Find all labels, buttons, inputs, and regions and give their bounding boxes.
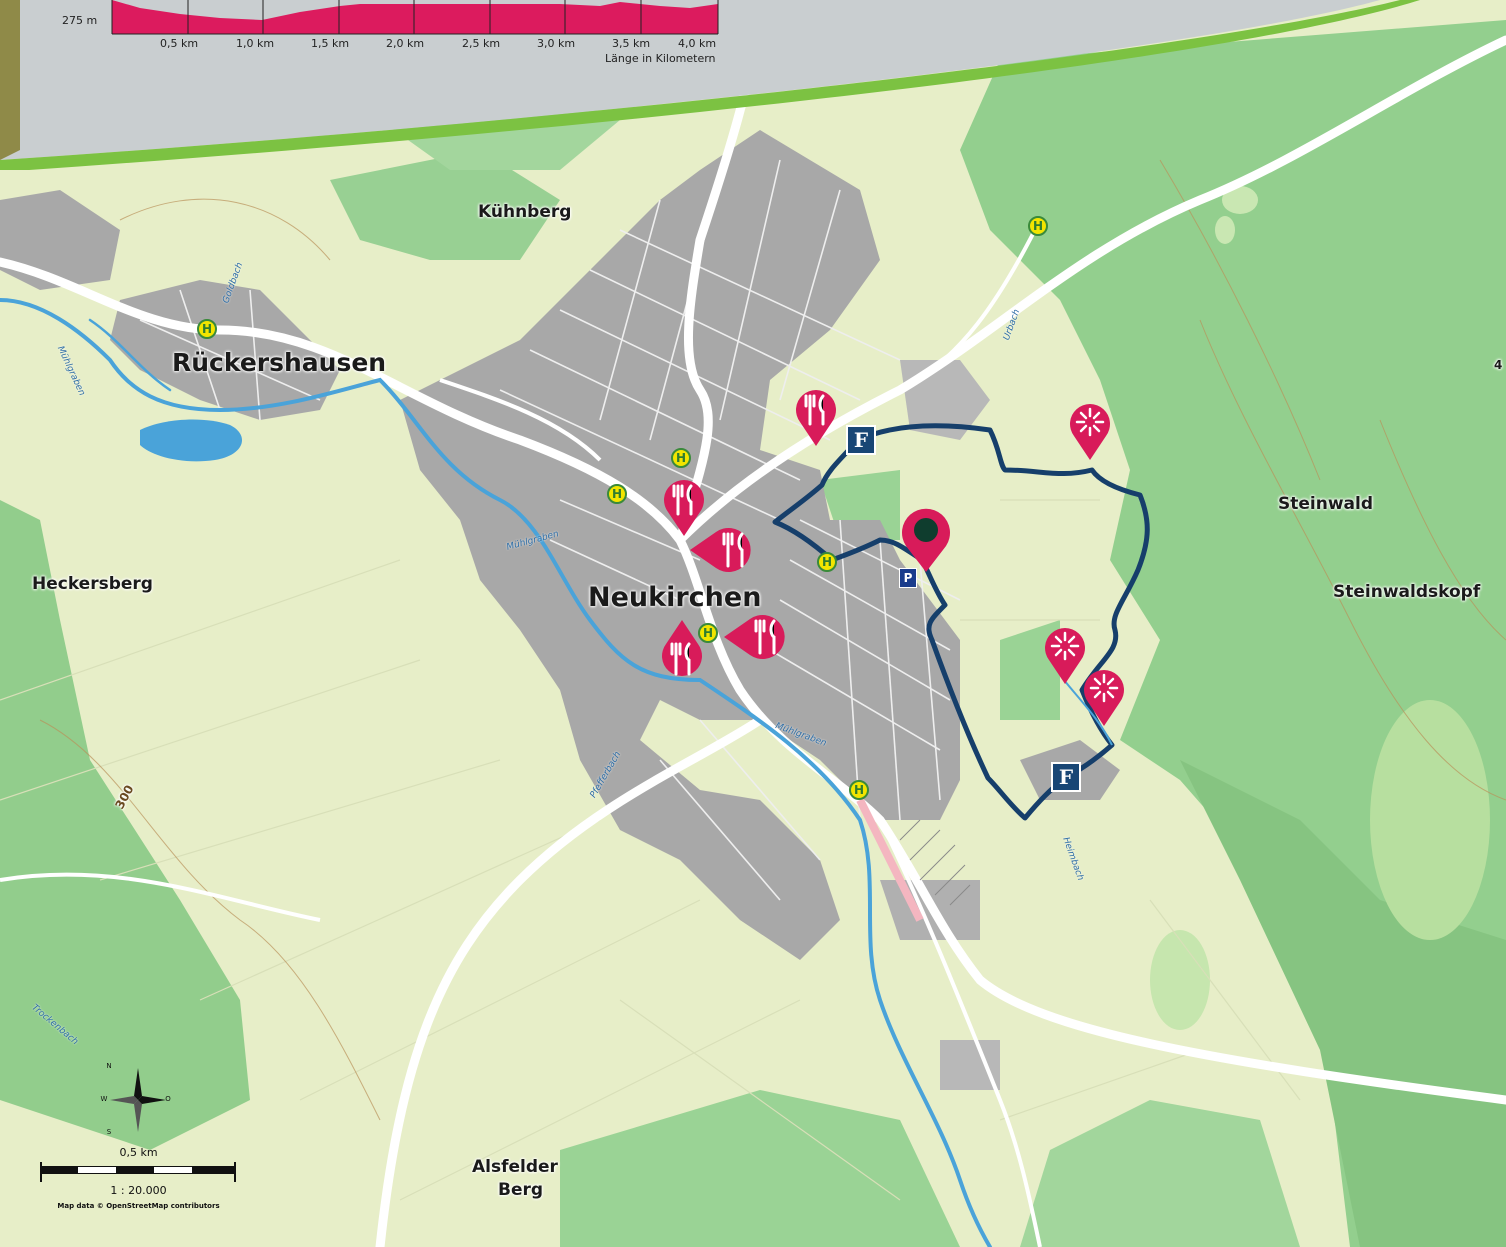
start-pin-icon[interactable] xyxy=(898,506,954,574)
forest-areas xyxy=(0,20,1506,1247)
bus-stop-icon[interactable]: H xyxy=(1028,216,1048,236)
bus-stop-icon[interactable]: H xyxy=(698,623,718,643)
profile-x-tick: 4,0 km xyxy=(678,37,717,50)
restaurant-pin-icon[interactable] xyxy=(690,522,760,578)
profile-x-caption: Länge in Kilometern xyxy=(605,52,716,65)
map-attribution: Map data © OpenStreetMap contributors xyxy=(57,1202,220,1210)
secondary-roads xyxy=(0,219,1042,1247)
label-neukirchen: Neukirchen xyxy=(588,582,762,613)
profile-x-tick: 3,5 km xyxy=(612,37,651,50)
bus-stop-icon[interactable]: H xyxy=(607,484,627,504)
lake xyxy=(140,419,242,462)
forest-clearings xyxy=(1150,186,1490,1030)
compass-n: N xyxy=(106,1062,112,1070)
restaurant-pin-icon[interactable] xyxy=(660,474,708,538)
scale-ratio: 1 : 20.000 xyxy=(110,1184,167,1197)
compass-o: O xyxy=(165,1095,171,1103)
profile-x-tick: 1,0 km xyxy=(236,37,275,50)
bus-stop-icon[interactable]: H xyxy=(197,319,217,339)
label-steinwald: Steinwald xyxy=(1278,494,1374,514)
restaurant-pin-icon[interactable] xyxy=(724,610,792,664)
bus-stop-icon[interactable]: H xyxy=(671,448,691,468)
road-highlight xyxy=(856,798,924,922)
compass-w: W xyxy=(100,1095,108,1103)
viewpoint-pin-icon[interactable] xyxy=(1080,664,1128,728)
profile-x-tick: 1,5 km xyxy=(311,37,350,50)
stream-heimbach xyxy=(1063,679,1113,746)
parking-icon[interactable]: P xyxy=(899,568,917,588)
rivers xyxy=(0,298,992,1247)
profile-x-tick: 0,5 km xyxy=(160,37,199,50)
label-kuehnberg: Kühnberg xyxy=(478,202,572,222)
viewpoint-pin-icon[interactable] xyxy=(1066,398,1114,462)
label-steinwaldskopf: Steinwaldskopf xyxy=(1333,582,1481,602)
contour-lines xyxy=(39,159,1506,1121)
viewpoint-pin-icon[interactable] xyxy=(1041,622,1089,686)
profile-x-tick: 2,5 km xyxy=(462,37,501,50)
elevation-profile-banner xyxy=(0,0,1506,170)
label-rueckershausen: Rückershausen xyxy=(172,348,387,377)
hatched-area xyxy=(899,819,971,906)
label-berg: Berg xyxy=(498,1180,544,1200)
scale-distance: 0,5 km xyxy=(119,1146,158,1159)
trail-marker-f-icon[interactable]: F xyxy=(846,425,876,455)
scale-compass-box: N S W O 0,5 km 1 : 20.000 Map data © Ope… xyxy=(36,1062,241,1224)
scale-bar xyxy=(40,1162,236,1182)
label-heckersberg: Heckersberg xyxy=(32,574,153,594)
field-lines xyxy=(0,499,1301,1201)
restaurant-pin-icon[interactable] xyxy=(792,384,840,448)
profile-y-label: 275 m xyxy=(62,14,98,27)
label-edge-number: 4 xyxy=(1494,358,1503,372)
label-alsfelder: Alsfelder xyxy=(472,1157,558,1177)
bus-stop-icon[interactable]: H xyxy=(849,780,869,800)
elevation-profile-gridlines xyxy=(111,0,719,35)
profile-x-tick: 3,0 km xyxy=(537,37,576,50)
hiking-route[interactable] xyxy=(772,423,1150,821)
bus-stop-icon[interactable]: H xyxy=(817,552,837,572)
compass-rose-icon xyxy=(110,1068,166,1132)
trail-marker-f-icon[interactable]: F xyxy=(1051,762,1081,792)
profile-x-tick: 2,0 km xyxy=(386,37,425,50)
restaurant-pin-icon[interactable] xyxy=(658,618,706,682)
compass-s: S xyxy=(106,1128,112,1136)
